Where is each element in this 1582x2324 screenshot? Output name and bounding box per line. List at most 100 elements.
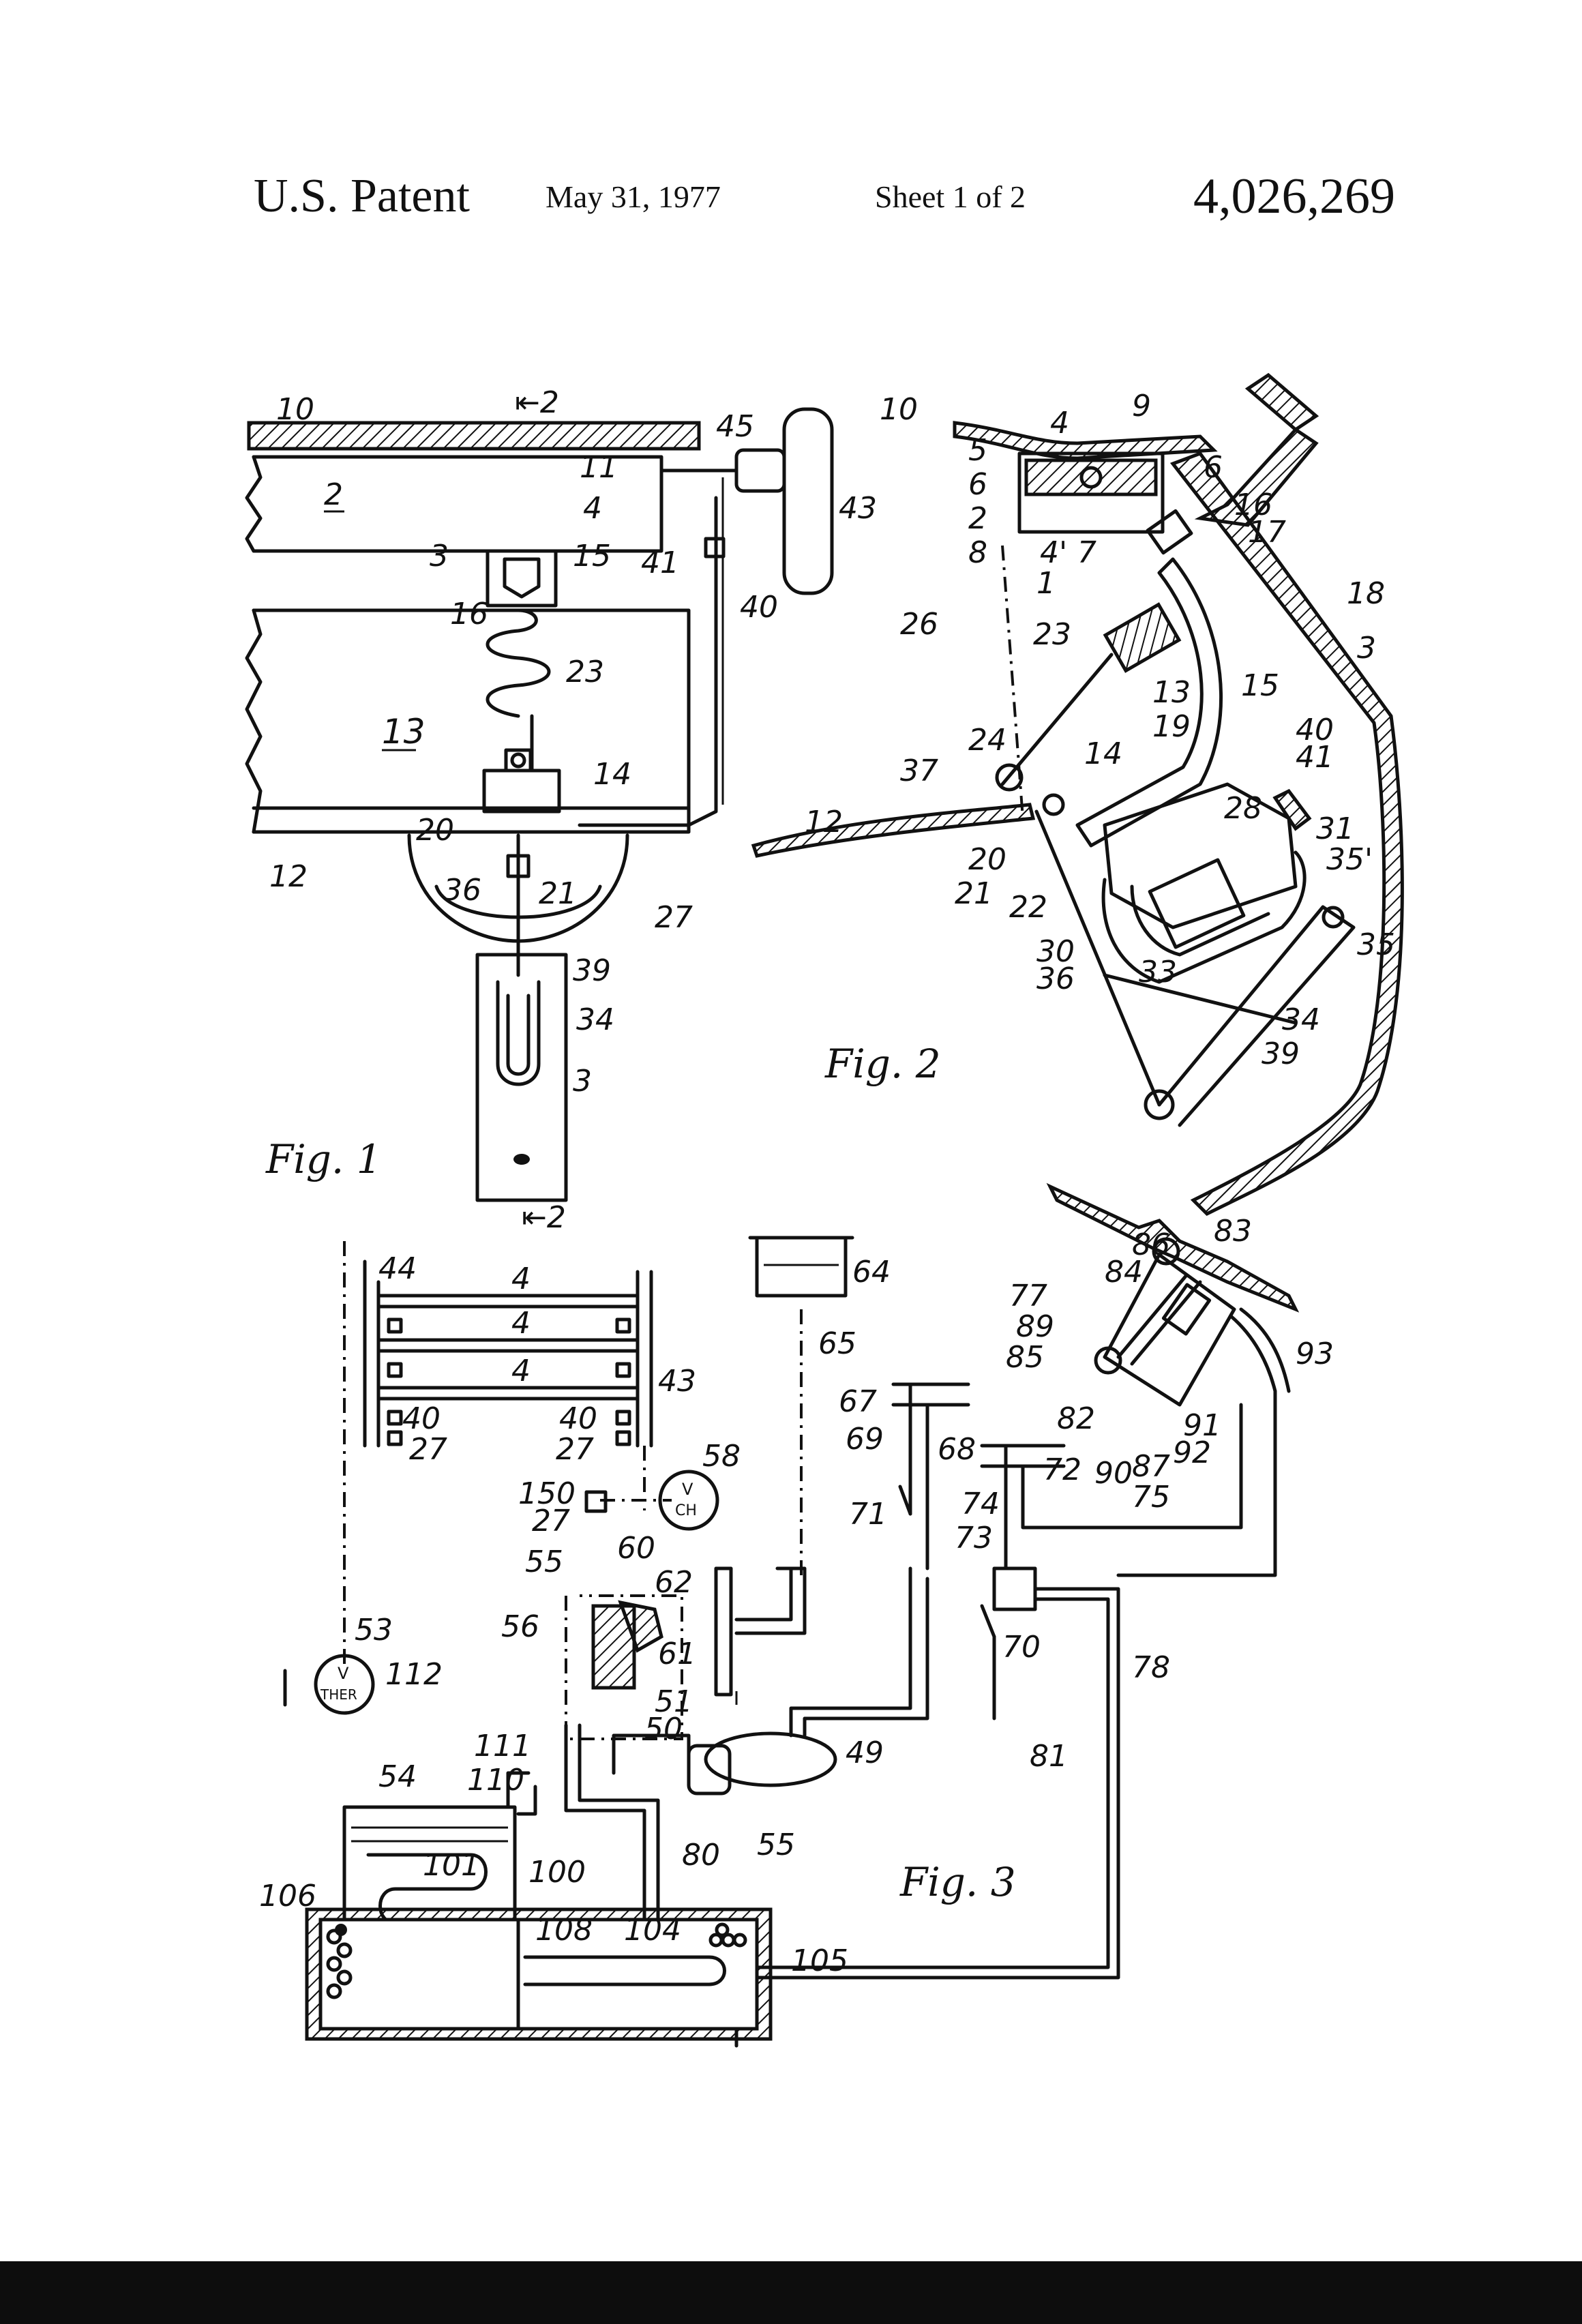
svg-text:16: 16	[450, 597, 488, 631]
svg-text:73: 73	[955, 1521, 993, 1555]
svg-text:40: 40	[559, 1401, 597, 1436]
svg-text:3: 3	[430, 539, 449, 573]
svg-text:3: 3	[573, 1064, 592, 1099]
svg-text:89: 89	[1016, 1309, 1054, 1344]
svg-text:74: 74	[961, 1487, 1000, 1521]
svg-text:35': 35'	[1326, 842, 1373, 877]
fig1-clamp-14	[484, 771, 559, 811]
svg-text:23: 23	[566, 655, 604, 689]
svg-text:6: 6	[1204, 450, 1223, 485]
svg-text:33: 33	[1139, 955, 1177, 989]
svg-text:110: 110	[467, 1763, 524, 1798]
fig3-relay-70	[994, 1568, 1035, 1609]
svg-text:67: 67	[839, 1384, 877, 1419]
fig2-arm-13	[1077, 559, 1221, 846]
svg-text:61: 61	[658, 1637, 696, 1671]
svg-text:35: 35	[1357, 927, 1395, 962]
svg-text:CH: CH	[675, 1502, 697, 1519]
fig1-caption: Fig. 1	[265, 1136, 382, 1182]
svg-text:45: 45	[716, 409, 754, 444]
svg-text:60: 60	[617, 1531, 655, 1566]
svg-text:65: 65	[818, 1326, 856, 1361]
svg-text:27: 27	[409, 1432, 447, 1467]
fig3-switch-73	[982, 1606, 994, 1637]
svg-text:14: 14	[593, 757, 631, 792]
svg-text:6: 6	[968, 467, 987, 502]
svg-text:19: 19	[1152, 709, 1191, 744]
svg-text:17: 17	[1248, 515, 1286, 550]
svg-text:68: 68	[938, 1432, 976, 1467]
svg-text:55: 55	[757, 1828, 795, 1862]
svg-text:43: 43	[658, 1364, 696, 1399]
svg-text:4: 4	[511, 1354, 531, 1388]
svg-text:92: 92	[1173, 1435, 1211, 1470]
svg-text:80: 80	[682, 1838, 720, 1873]
svg-text:100: 100	[528, 1855, 586, 1890]
svg-text:49: 49	[846, 1735, 884, 1770]
svg-text:10: 10	[880, 392, 918, 427]
svg-text:5: 5	[968, 433, 987, 468]
svg-text:77: 77	[1009, 1279, 1047, 1313]
svg-text:83: 83	[1214, 1214, 1252, 1249]
svg-text:V: V	[682, 1480, 693, 1499]
fig1-plate-13	[254, 610, 689, 832]
svg-text:82: 82	[1057, 1401, 1095, 1436]
fig1-valve-45	[736, 450, 784, 491]
svg-text:4: 4	[583, 491, 602, 526]
svg-text:12: 12	[805, 805, 843, 839]
fig1-latch-34	[498, 982, 539, 1084]
svg-text:14: 14	[1084, 736, 1122, 771]
svg-text:50: 50	[644, 1712, 683, 1746]
svg-text:81: 81	[1030, 1739, 1068, 1774]
svg-text:55: 55	[525, 1545, 563, 1579]
svg-text:106: 106	[259, 1879, 316, 1913]
svg-text:43: 43	[839, 491, 877, 526]
svg-text:37: 37	[900, 754, 938, 788]
svg-text:75: 75	[1132, 1480, 1170, 1515]
svg-text:44: 44	[378, 1251, 417, 1286]
svg-text:85: 85	[1006, 1340, 1044, 1375]
svg-text:⇤2: ⇤2	[522, 1200, 566, 1235]
fig3-caption: Fig. 3	[899, 1859, 1016, 1905]
svg-text:111: 111	[474, 1729, 531, 1763]
svg-text:93: 93	[1296, 1337, 1334, 1371]
svg-text:22: 22	[1009, 890, 1047, 925]
svg-text:36: 36	[1036, 962, 1075, 996]
fig1-spring-23	[488, 610, 549, 716]
fig2-spring-23	[1105, 605, 1179, 671]
svg-text:26: 26	[900, 607, 938, 642]
svg-text:56: 56	[501, 1609, 539, 1644]
fig3-motor-49	[706, 1733, 835, 1785]
svg-text:28: 28	[1224, 791, 1262, 826]
fig3-reservoir-64	[757, 1238, 846, 1296]
svg-text:V: V	[338, 1664, 349, 1683]
svg-text:23: 23	[1033, 617, 1071, 652]
svg-text:12: 12	[269, 859, 308, 894]
svg-text:34: 34	[1282, 1002, 1320, 1037]
svg-text:⇤2: ⇤2	[515, 385, 559, 420]
svg-text:THER: THER	[320, 1686, 357, 1703]
fig1-block-2-break	[247, 457, 260, 551]
figure-3: V CH	[259, 1187, 1334, 2046]
svg-text:24: 24	[968, 723, 1006, 758]
svg-text:3: 3	[1357, 631, 1376, 666]
svg-text:78: 78	[1132, 1650, 1170, 1685]
svg-text:31: 31	[1316, 811, 1354, 846]
svg-text:11: 11	[580, 450, 618, 485]
svg-text:69: 69	[846, 1422, 884, 1457]
svg-text:4': 4'	[1040, 535, 1067, 570]
svg-text:9: 9	[1132, 389, 1151, 423]
fig2-bracket-3	[1173, 453, 1402, 1214]
svg-text:87: 87	[1132, 1449, 1170, 1484]
svg-text:4: 4	[511, 1262, 531, 1296]
svg-text:41: 41	[1296, 740, 1334, 775]
svg-text:2: 2	[968, 501, 987, 536]
svg-text:27: 27	[556, 1432, 594, 1467]
svg-text:13: 13	[1152, 675, 1191, 710]
svg-text:39: 39	[1262, 1037, 1300, 1071]
svg-text:13: 13	[382, 712, 426, 751]
svg-text:54: 54	[378, 1759, 417, 1794]
fig1-pipe-43	[784, 409, 832, 593]
svg-text:10: 10	[276, 392, 314, 427]
svg-text:53: 53	[355, 1613, 393, 1648]
